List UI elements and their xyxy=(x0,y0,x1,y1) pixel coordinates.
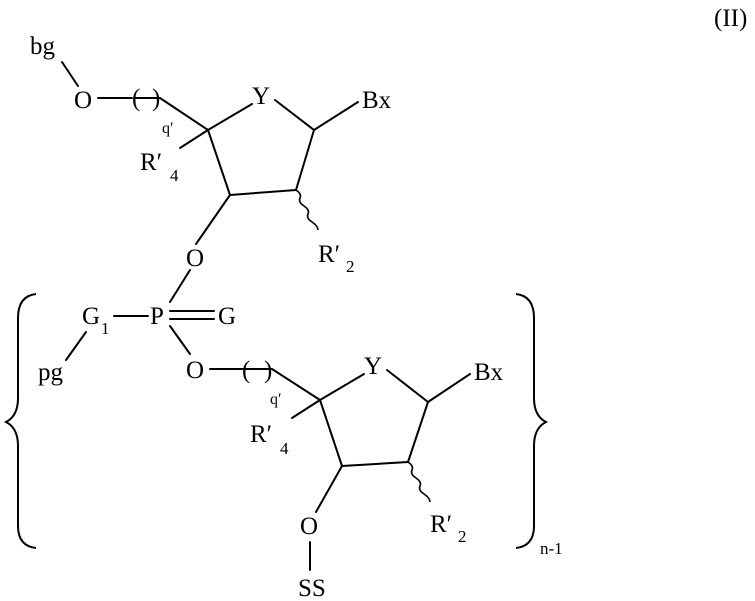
upper-r2-label: R′ xyxy=(318,241,340,268)
ring-bond-c3-c4-lower xyxy=(320,400,342,466)
lower-ring-y: Y xyxy=(364,353,382,380)
upper-r4-subscript: 4 xyxy=(170,166,179,185)
ring-bond-c4-y-lower xyxy=(320,374,364,400)
lower-r2-subscript: 2 xyxy=(458,527,467,546)
upper-wavy-bond xyxy=(296,190,318,230)
bg-label: bg xyxy=(30,33,56,60)
bond-c4-r4 xyxy=(180,130,208,148)
bond-c1-bx-lower xyxy=(428,374,470,402)
upper-5-oxygen: O xyxy=(74,87,92,114)
g1-label: G xyxy=(82,303,100,330)
phosphorus-label: P xyxy=(150,303,164,330)
bond-p-o xyxy=(170,326,190,354)
right-curly-brace xyxy=(516,294,546,548)
lower-bx-label: Bx xyxy=(474,359,504,386)
lower-q-prime: q′ xyxy=(270,391,282,408)
g-label: G xyxy=(218,303,236,330)
bond-c1-bx xyxy=(314,102,358,130)
ss-label: SS xyxy=(298,575,326,601)
lower-r2-label: R′ xyxy=(430,511,452,538)
ring-bond-c1-c2-lower xyxy=(408,402,428,462)
formula-number: (II) xyxy=(714,5,747,32)
bond-c3-o xyxy=(196,195,230,244)
bond-o-p xyxy=(170,270,190,302)
ring-bond-c3-c4 xyxy=(208,130,230,195)
upper-q-prime: q′ xyxy=(162,120,174,137)
lower-r4-label: R′ xyxy=(250,421,272,448)
left-curly-brace xyxy=(6,294,36,548)
ring-bond-c2-c3 xyxy=(230,190,296,195)
phosphate-group: P G G 1 pg O xyxy=(38,270,236,386)
lower-paren-open: ( xyxy=(242,357,250,384)
lower-paren-close: ) xyxy=(264,357,272,384)
upper-r2-subscript: 2 xyxy=(346,257,355,276)
upper-r4-label: R′ xyxy=(140,149,162,176)
ring-bond-c4-y xyxy=(208,104,252,130)
upper-nucleoside: bg O ( ) q′ R′ 4 Y Bx R′ 2 O xyxy=(30,33,392,276)
ring-bond-y-c1 xyxy=(275,100,314,130)
upper-ring-y: Y xyxy=(252,83,270,110)
upper-3-oxygen: O xyxy=(186,245,204,272)
ring-bond-c2-c3-lower xyxy=(342,462,408,466)
upper-bx-label: Bx xyxy=(362,87,392,114)
bond-pg-g1 xyxy=(66,332,86,360)
ring-bond-c1-c2 xyxy=(296,130,314,190)
bond-c3-o-lower xyxy=(316,466,342,512)
lower-3-oxygen: O xyxy=(300,513,318,540)
lower-5-oxygen: O xyxy=(186,357,204,384)
pg-label: pg xyxy=(38,359,64,386)
lower-nucleoside: ( ) q′ R′ 4 Y Bx R′ 2 O SS xyxy=(210,353,504,601)
lower-r4-subscript: 4 xyxy=(280,439,289,458)
bond-bg-o xyxy=(62,62,78,86)
g1-subscript: 1 xyxy=(101,319,110,338)
ring-bond-y-c1-lower xyxy=(387,370,428,402)
lower-wavy-bond xyxy=(408,462,430,502)
repeat-subscript: n-1 xyxy=(540,539,563,558)
bond-c4-r4-lower xyxy=(292,400,320,418)
